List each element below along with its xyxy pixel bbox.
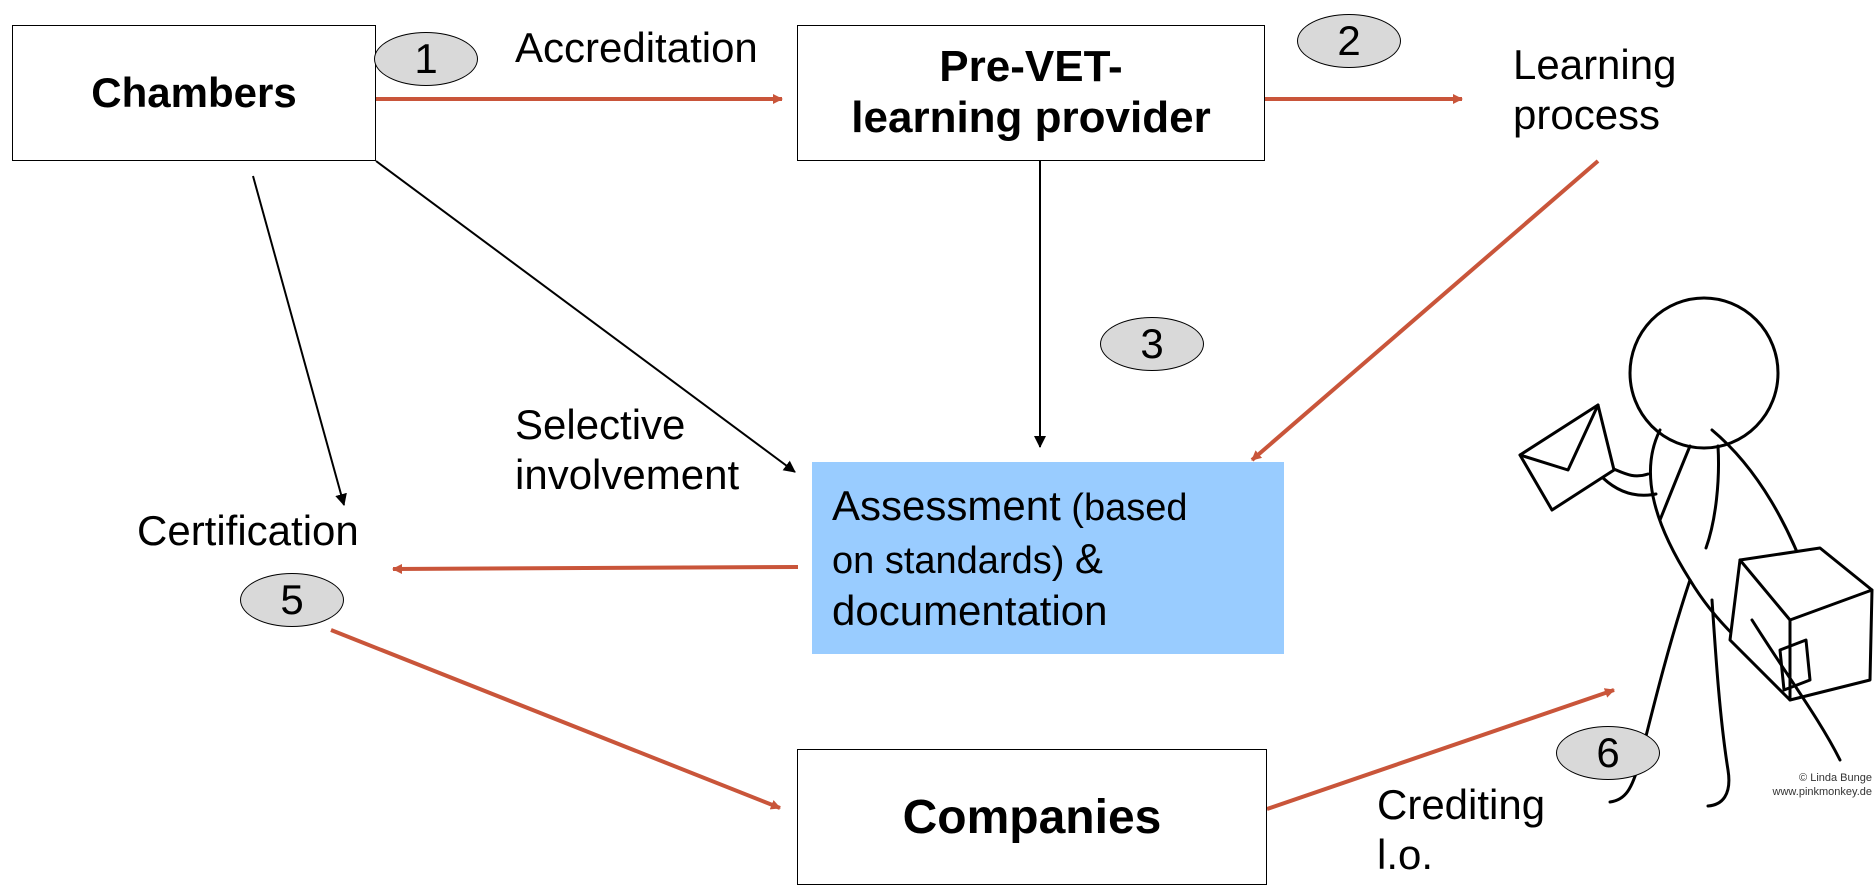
chambers-label: Chambers bbox=[91, 69, 297, 116]
label-selective-line2: involvement bbox=[515, 451, 740, 499]
image-credit-line1: © Linda Bunge bbox=[1799, 772, 1872, 784]
walking-person-illustration bbox=[1518, 296, 1874, 808]
label-learning-process-line2: process bbox=[1513, 91, 1661, 139]
companies-label: Companies bbox=[902, 790, 1162, 844]
assessment-documentation: documentation bbox=[832, 587, 1108, 634]
assessment-qualifier: (based bbox=[1060, 487, 1188, 529]
label-learning-process: Learning process bbox=[1513, 40, 1676, 141]
label-learning-process-line1: Learning bbox=[1513, 41, 1677, 88]
label-certification: Certification bbox=[137, 507, 359, 554]
step-badge-2: 2 bbox=[1297, 14, 1401, 68]
assessment-ampersand: & bbox=[1074, 534, 1103, 582]
companies-box: Companies bbox=[797, 749, 1267, 885]
label-crediting: Crediting l.o. bbox=[1377, 780, 1545, 881]
arrow-chambers-to-assessment bbox=[375, 160, 796, 473]
label-selective-involvement: Selective involvement bbox=[515, 400, 739, 501]
arrow-chambers-to-certification bbox=[252, 175, 347, 506]
image-credit-line2: www.pinkmonkey.de bbox=[1772, 785, 1872, 798]
step-badge-5: 5 bbox=[240, 573, 344, 627]
provider-box: Pre-VET- learning provider bbox=[797, 25, 1265, 161]
arrow-companies-to-person bbox=[1266, 688, 1615, 811]
image-credit: © Linda Bunge www.pinkmonkey.de bbox=[1773, 772, 1872, 800]
assessment-box: Assessment (based on standards) & docume… bbox=[812, 462, 1284, 654]
assessment-label: Assessment bbox=[832, 482, 1061, 529]
label-accreditation: Accreditation bbox=[515, 24, 758, 71]
provider-label-line1: Pre-VET- bbox=[939, 42, 1123, 92]
chambers-box: Chambers bbox=[12, 25, 376, 161]
arrow-certification-to-companies bbox=[330, 628, 781, 810]
assessment-standards: on standards) bbox=[832, 539, 1075, 582]
label-crediting-line1: Crediting bbox=[1377, 781, 1546, 828]
label-selective-line1: Selective bbox=[515, 401, 686, 448]
arrow-assessment-to-certification bbox=[392, 563, 799, 574]
step-badge-6: 6 bbox=[1556, 726, 1660, 780]
step-badge-1: 1 bbox=[374, 32, 478, 86]
arrow-process-to-assessment bbox=[1250, 159, 1600, 462]
step-badge-3: 3 bbox=[1100, 317, 1204, 371]
provider-label-line2: learning provider bbox=[851, 93, 1211, 142]
label-crediting-line2: l.o. bbox=[1377, 831, 1434, 879]
